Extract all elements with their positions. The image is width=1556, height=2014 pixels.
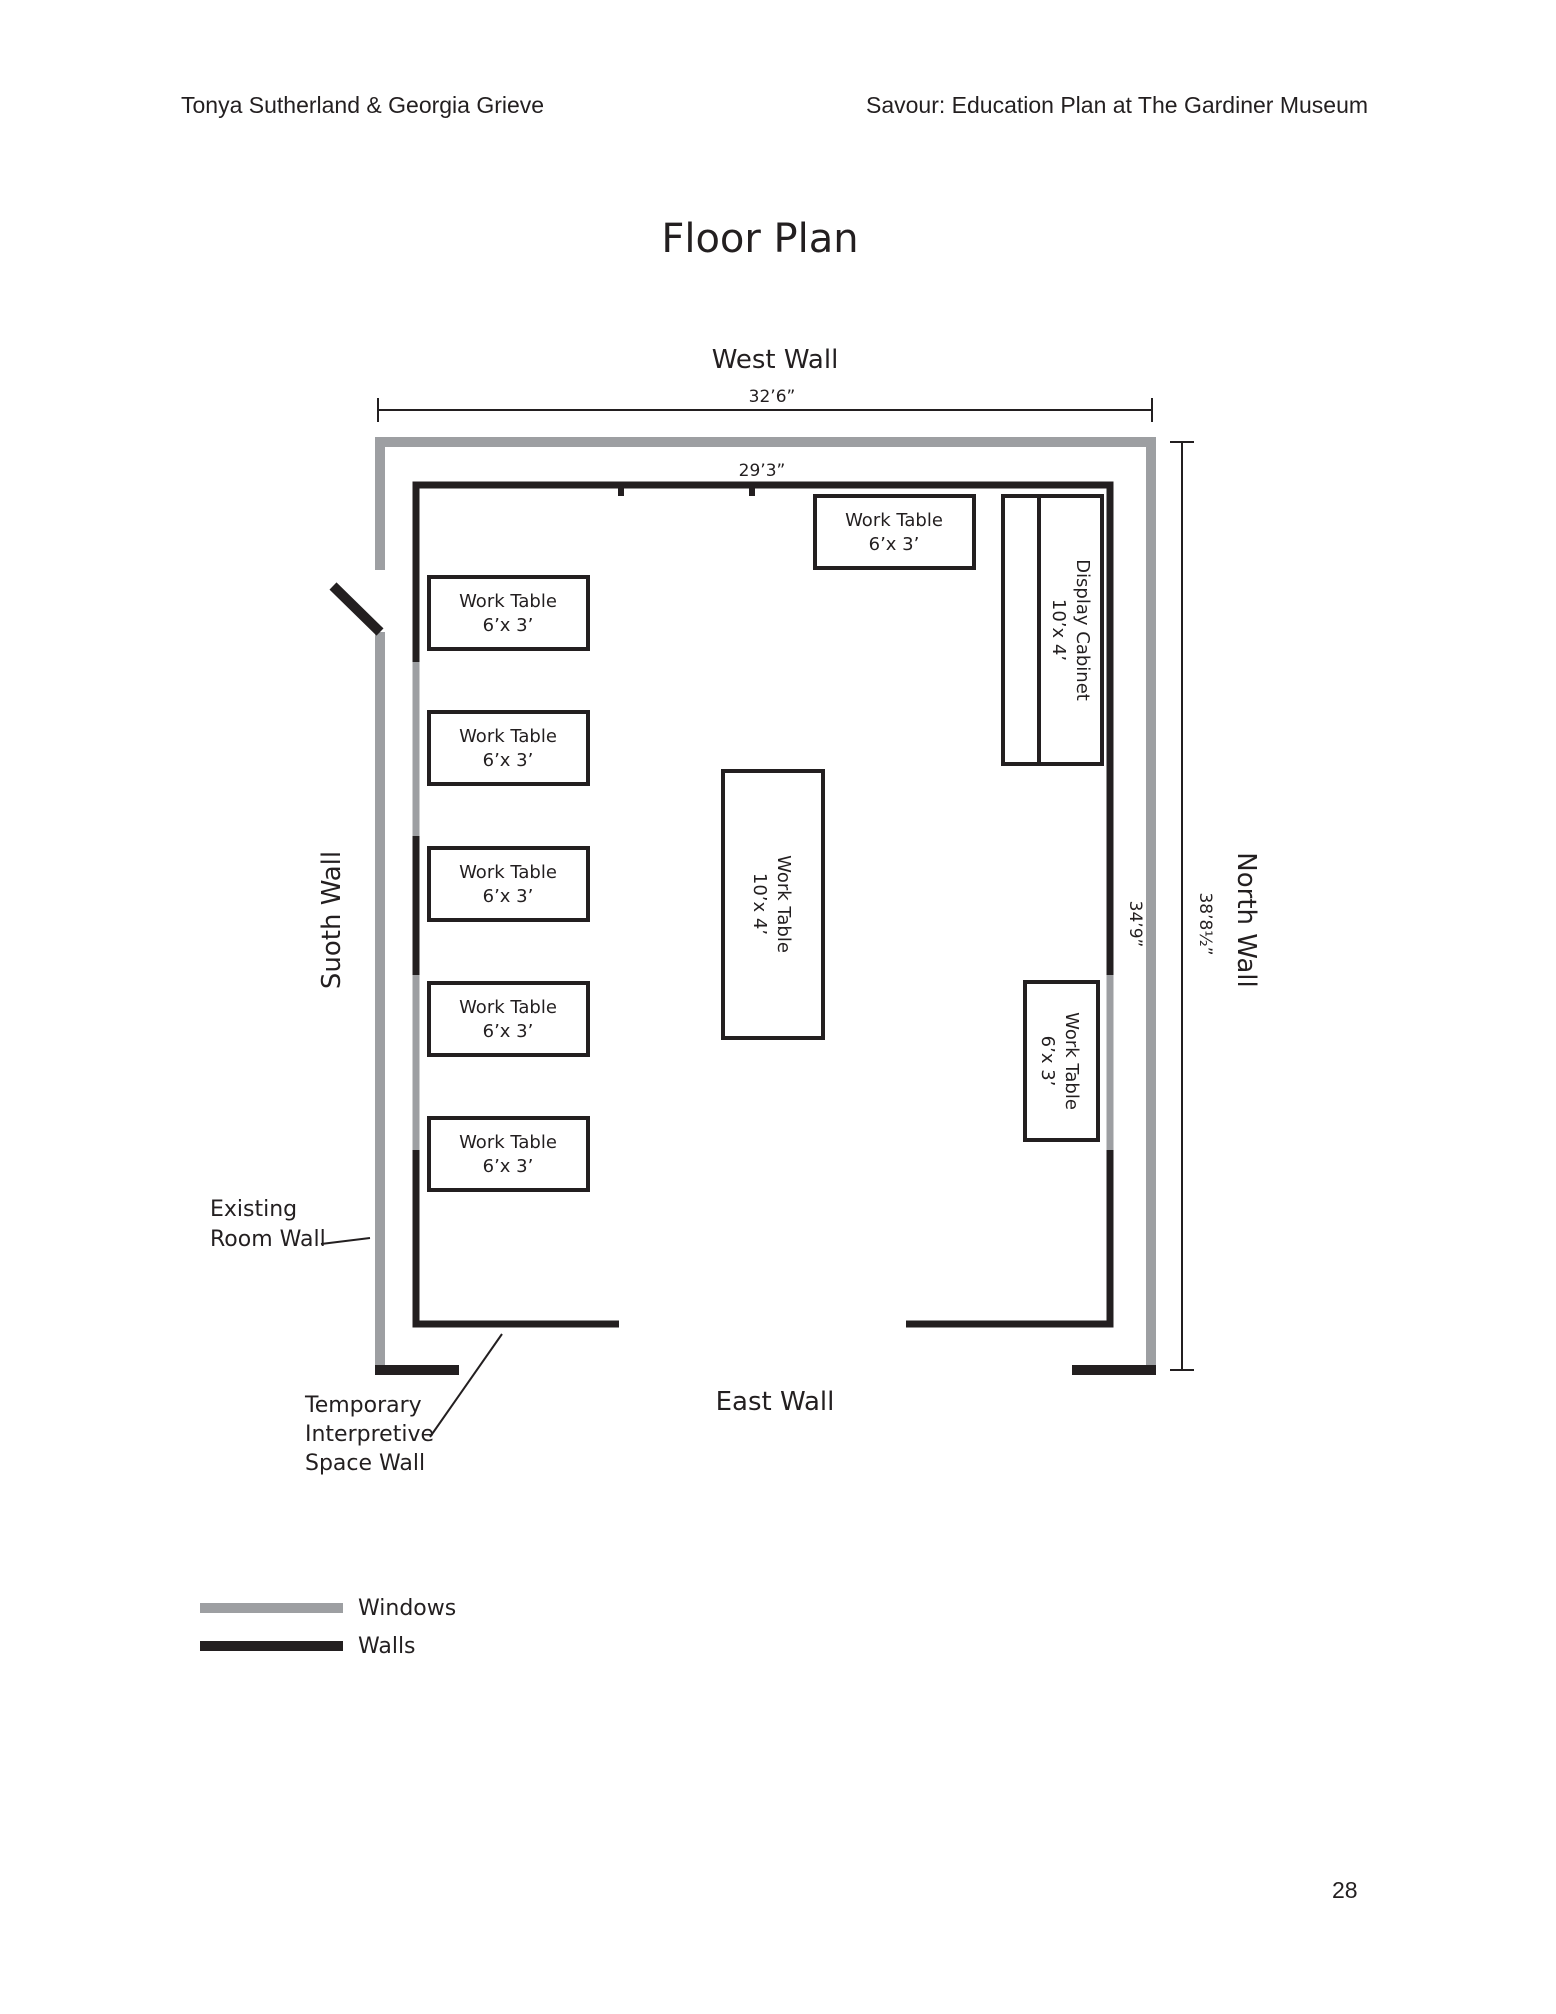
svg-text:6’x 3’: 6’x 3’ — [1037, 1036, 1058, 1087]
svg-text:Room Wall: Room Wall — [210, 1227, 326, 1252]
existing-room-wall — [375, 437, 1156, 1370]
table-size: 6’x 3’ — [869, 534, 920, 555]
svg-text:Existing: Existing — [210, 1197, 297, 1222]
legend: Windows Walls — [200, 1596, 456, 1659]
svg-text:North Wall: North Wall — [1231, 852, 1261, 987]
svg-text:Space Wall: Space Wall — [305, 1451, 425, 1476]
table-name: Work Table — [845, 510, 943, 531]
inner-depth-label: 34’9” — [1125, 901, 1145, 948]
work-table-center: Work Table 10’x 4’ — [721, 769, 825, 1040]
page-number: 28 — [1332, 1877, 1358, 1903]
work-table-left-4: Work Table 6’x 3’ — [427, 981, 590, 1057]
legend-item-walls: Walls — [200, 1634, 416, 1659]
svg-text:Work Table: Work Table — [459, 997, 557, 1018]
north-wall-label: North Wall — [1231, 852, 1261, 987]
page-title: Floor Plan — [661, 216, 858, 262]
header-document-title: Savour: Education Plan at The Gardiner M… — [866, 92, 1369, 118]
svg-text:Work Table: Work Table — [459, 862, 557, 883]
work-table-top: Work Table 6’x 3’ — [813, 494, 976, 570]
cabinet-name: Display Cabinet — [1072, 559, 1093, 701]
svg-text:Interpretive: Interpretive — [305, 1422, 434, 1447]
work-table-right: Work Table 6’x 3’ — [1023, 980, 1100, 1142]
existing-room-wall-segments — [329, 582, 1156, 1375]
work-table-left-5: Work Table 6’x 3’ — [427, 1116, 590, 1192]
svg-text:Suoth Wall: Suoth Wall — [317, 851, 347, 989]
existing-room-wall-annotation: Existing Room Wall — [210, 1197, 371, 1252]
svg-text:6’x 3’: 6’x 3’ — [483, 1021, 534, 1042]
temporary-space-windows — [412, 662, 1114, 1150]
display-cabinet: Display Cabinet 10’x 4’ — [1001, 494, 1104, 766]
outer-depth-label: 38’8½” — [1195, 892, 1215, 955]
wall-tick-marks — [618, 485, 755, 496]
south-wall-label: Suoth Wall — [317, 851, 347, 989]
door-swing-wall — [329, 582, 384, 636]
west-wall-label: West Wall — [712, 345, 839, 375]
work-table-left-2: Work Table 6’x 3’ — [427, 710, 590, 786]
svg-text:6’x 3’: 6’x 3’ — [483, 750, 534, 771]
temporary-wall-annotation: Temporary Interpretive Space Wall — [304, 1333, 503, 1476]
work-table-left-1: Work Table 6’x 3’ — [427, 575, 590, 651]
work-table-left-3: Work Table 6’x 3’ — [427, 846, 590, 922]
cabinet-size: 10’x 4’ — [1048, 599, 1069, 661]
east-wall-label: East Wall — [716, 1387, 835, 1417]
svg-text:Work Table: Work Table — [459, 591, 557, 612]
outer-depth-dimension-line — [1170, 441, 1194, 1371]
outer-width-label: 32’6” — [749, 387, 796, 407]
svg-text:10’x 4’: 10’x 4’ — [749, 873, 770, 935]
inner-width-label: 29’3” — [739, 461, 786, 481]
svg-text:38’8½”: 38’8½” — [1195, 892, 1215, 955]
svg-text:6’x 3’: 6’x 3’ — [483, 1156, 534, 1177]
svg-text:Work Table: Work Table — [1061, 1012, 1082, 1110]
temporary-space-walls — [412, 481, 1114, 1328]
svg-text:6’x 3’: 6’x 3’ — [483, 886, 534, 907]
svg-text:34’9”: 34’9” — [1125, 901, 1145, 948]
svg-text:Windows: Windows — [358, 1596, 456, 1621]
legend-item-windows: Windows — [200, 1596, 456, 1621]
header-authors: Tonya Sutherland & Georgia Grieve — [181, 92, 545, 118]
svg-text:Work Table: Work Table — [773, 855, 794, 953]
svg-text:Work Table: Work Table — [459, 726, 557, 747]
svg-text:Walls: Walls — [358, 1634, 416, 1659]
svg-text:Temporary: Temporary — [304, 1393, 422, 1418]
svg-text:Work Table: Work Table — [459, 1132, 557, 1153]
svg-text:6’x 3’: 6’x 3’ — [483, 615, 534, 636]
outer-width-dimension-line — [377, 398, 1153, 422]
